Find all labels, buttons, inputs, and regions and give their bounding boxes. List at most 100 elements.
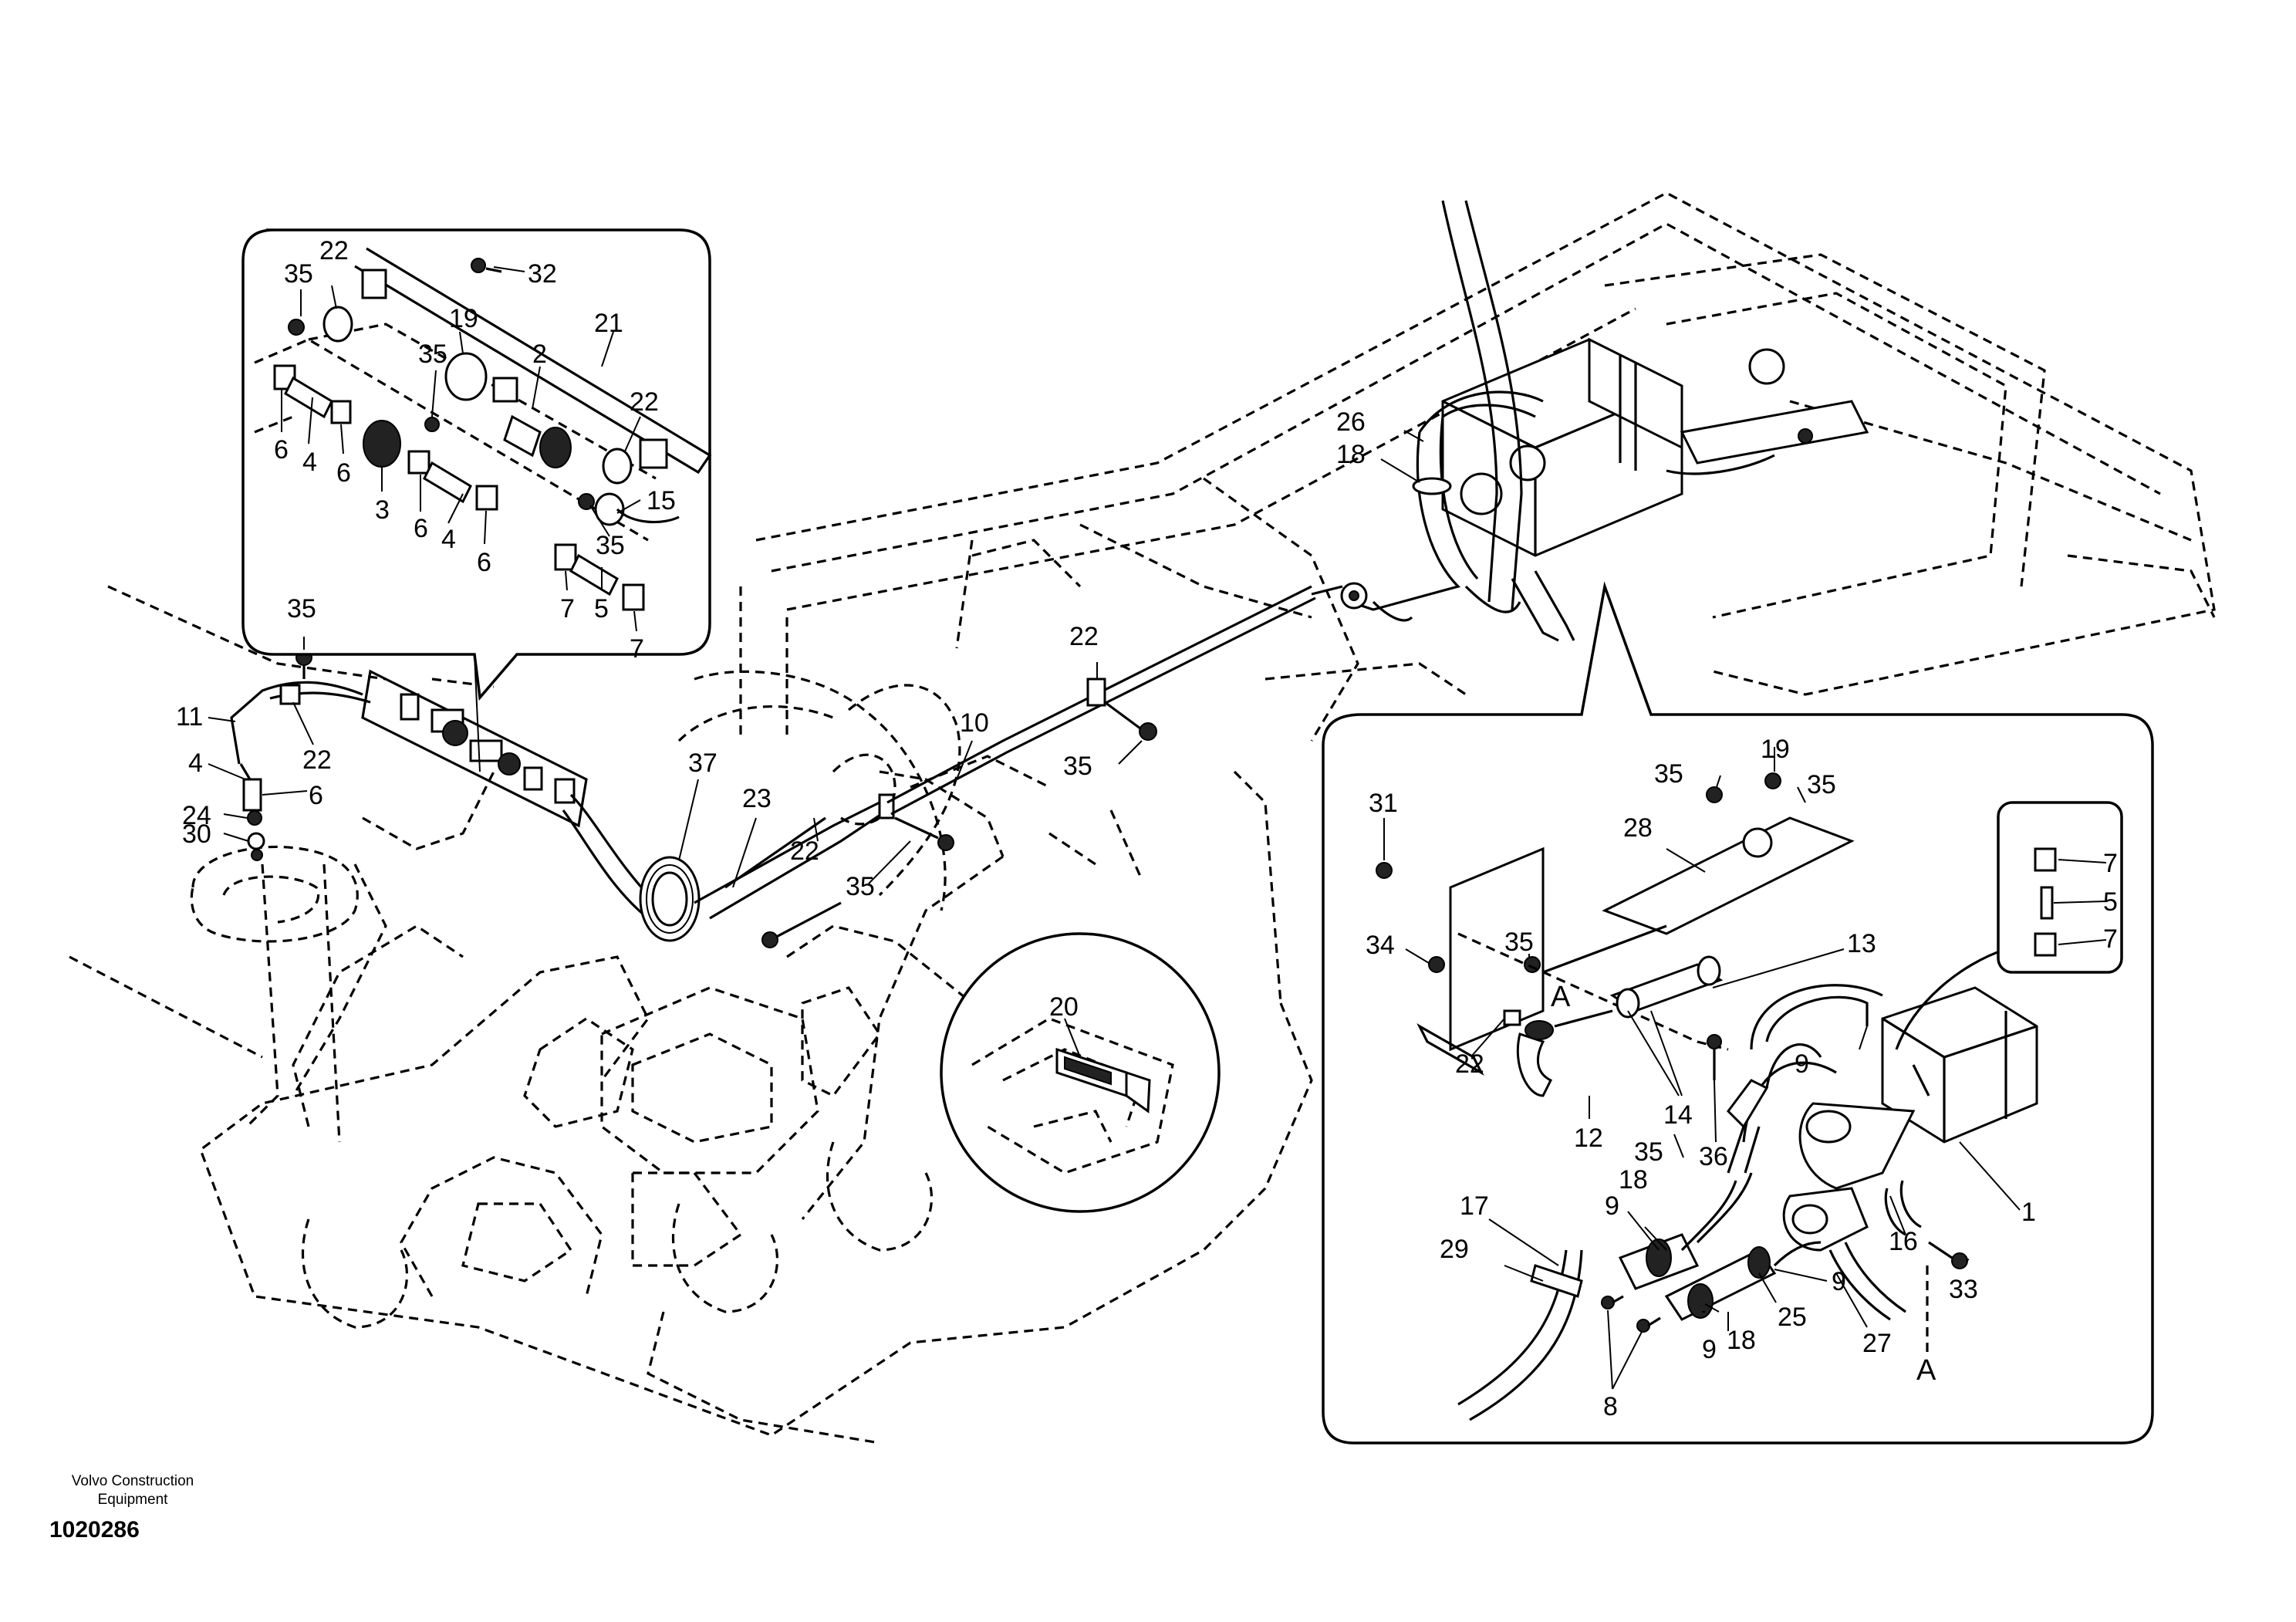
washer-30: [251, 849, 263, 861]
callout-6-main: 6: [309, 781, 323, 810]
callout-9-br-b: 9: [1605, 1191, 1619, 1221]
callout-18-br-a: 18: [1619, 1165, 1648, 1195]
callouts-main: 35 11 22 4 6 24 30 37 23 22 35 10 22 35 …: [176, 407, 1366, 901]
mount-plate: [1449, 846, 1545, 1052]
callout-18-br-b: 18: [1727, 1326, 1756, 1355]
fuse-holder-row: [400, 693, 576, 804]
callout-35-main-right: 35: [1063, 752, 1092, 781]
leader-lines: [208, 266, 2107, 1390]
callout-37: 37: [688, 748, 718, 778]
callout-35-tl-b: 35: [418, 340, 447, 369]
callout-20: 20: [1049, 992, 1079, 1022]
callout-17: 17: [1460, 1191, 1489, 1221]
callout-22-tl-a: 22: [319, 236, 349, 265]
callout-18-main: 18: [1336, 440, 1366, 469]
callout-36: 36: [1699, 1142, 1728, 1171]
callout-16: 16: [1889, 1227, 1918, 1256]
view-letter-a-upper: A: [1551, 981, 1571, 1013]
detail-circle-switch: [940, 932, 1221, 1213]
callouts-circle-detail: 20: [1049, 992, 1079, 1022]
wire-11: [230, 681, 363, 765]
detail-panel-heater: [1322, 581, 2154, 1445]
callout-14: 14: [1663, 1100, 1693, 1130]
callout-1: 1: [2021, 1198, 2036, 1227]
callout-3: 3: [375, 495, 390, 525]
callout-12: 12: [1574, 1124, 1603, 1153]
clamp-22: [279, 684, 301, 705]
callout-24: 24: [182, 801, 211, 830]
callout-32: 32: [528, 259, 557, 289]
callout-19-br: 19: [1761, 735, 1790, 764]
callout-8: 8: [1603, 1392, 1618, 1421]
callout-22-main-left: 22: [302, 745, 332, 775]
callout-28: 28: [1623, 813, 1653, 843]
callout-10: 10: [960, 708, 989, 738]
callout-9-br-d: 9: [1702, 1335, 1717, 1364]
callout-6-tl-b: 6: [336, 458, 351, 488]
callout-22-tl-b: 22: [630, 387, 659, 417]
heater-1: [1881, 986, 2038, 1144]
callout-4-tl-b: 4: [441, 525, 456, 554]
callouts-bottom-right: 31 35 19 35 28 34 35 13 22 12 14 36 9 1 …: [1366, 735, 2036, 1421]
callout-35-br-a: 35: [1654, 759, 1683, 789]
drawing-number: 1020286: [49, 1517, 140, 1543]
callout-35-tl-a: 35: [284, 259, 313, 289]
callout-26: 26: [1336, 407, 1366, 437]
callout-33: 33: [1949, 1275, 1978, 1304]
hose-vertical: [1441, 200, 1498, 603]
heater-unit: [1441, 337, 1869, 557]
callout-15: 15: [647, 486, 676, 515]
callout-7-tl-b: 7: [630, 634, 644, 664]
callout-9-br-c: 9: [1832, 1267, 1846, 1296]
callout-7-tl-a: 7: [560, 594, 575, 623]
callout-13: 13: [1847, 929, 1876, 958]
bolt-35-lower: [767, 901, 842, 943]
callout-2: 2: [532, 340, 547, 369]
callout-29: 29: [1440, 1235, 1469, 1264]
callout-5-tl: 5: [594, 594, 609, 623]
heater-base-plate: [1680, 400, 1869, 465]
callout-4-main: 4: [188, 748, 203, 778]
callout-25: 25: [1778, 1303, 1807, 1332]
callout-19-tl: 19: [449, 304, 478, 333]
callout-9-br-a: 9: [1795, 1049, 1809, 1079]
callout-35-tl-c: 35: [596, 531, 625, 560]
callout-23: 23: [742, 784, 772, 813]
cable-10: [886, 585, 1312, 804]
callout-22-main-right: 22: [1069, 622, 1099, 651]
detail-bubble-fuse-box: [241, 228, 712, 701]
main-harness: [230, 200, 1869, 948]
callout-35-main-lower: 35: [846, 872, 875, 901]
callout-35-br-b: 35: [1807, 770, 1836, 799]
callout-30: 30: [182, 819, 211, 849]
fuse-bracket-plate: [361, 669, 588, 828]
callout-6-tl-a: 6: [274, 435, 289, 465]
callout-4-tl-a: 4: [302, 448, 317, 477]
clamp-29: [1530, 1264, 1583, 1298]
bubble-pointer: [474, 654, 481, 772]
callout-22-main-mid: 22: [790, 836, 819, 866]
nut-24: [247, 832, 265, 850]
callout-34: 34: [1366, 931, 1395, 960]
callout-7-inset-a: 7: [2103, 849, 2118, 878]
manufacturer-caption: Volvo Construction Equipment: [71, 1473, 194, 1508]
view-letters: A A: [1551, 981, 1936, 1387]
callout-6-tl-d: 6: [477, 548, 491, 577]
callout-35-br-d: 35: [1634, 1137, 1663, 1167]
inset-clip-set: [1997, 801, 2123, 974]
callout-6-tl-c: 6: [414, 514, 428, 543]
arrow-to-inset: [1895, 948, 2007, 1050]
bolt-33: [1951, 1252, 1968, 1269]
callout-22-br: 22: [1455, 1049, 1484, 1079]
callout-35-main: 35: [287, 594, 316, 623]
callout-27: 27: [1862, 1329, 1892, 1358]
callout-31: 31: [1369, 789, 1398, 818]
callout-35-br-c: 35: [1504, 928, 1534, 957]
elbow-12: [1516, 1032, 1553, 1097]
callouts-small-inset: 7 5 7: [2103, 849, 2118, 954]
callout-5-inset: 5: [2103, 887, 2118, 917]
view-letter-a-lower: A: [1916, 1354, 1936, 1387]
hose-clamp-18: [1412, 477, 1452, 495]
callout-21: 21: [594, 309, 623, 338]
